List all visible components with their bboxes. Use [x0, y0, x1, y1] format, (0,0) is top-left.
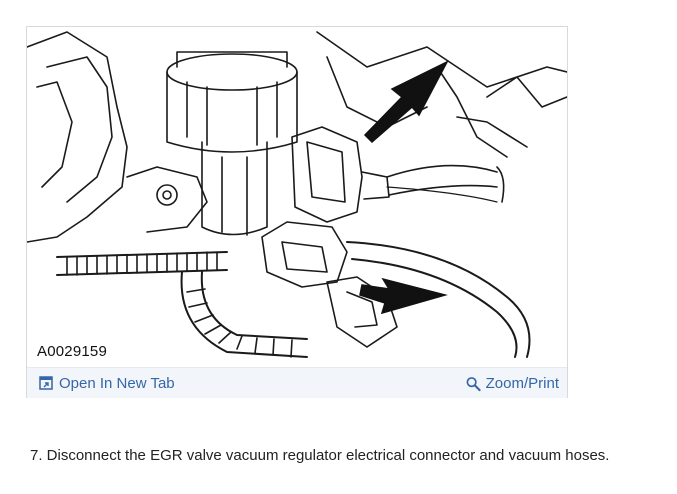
egr-diagram — [27, 27, 567, 367]
zoom-print-label: Zoom/Print — [485, 375, 559, 392]
open-in-new-tab-icon — [39, 376, 54, 391]
instruction-step: 7. Disconnect the EGR valve vacuum regul… — [30, 447, 610, 464]
egr-illustration — [27, 31, 567, 358]
open-in-new-tab-label: Open In New Tab — [59, 375, 175, 392]
magnifier-icon — [466, 376, 481, 392]
figure-toolbar: Open In New Tab Zoom/Print — [27, 367, 567, 398]
zoom-print-link[interactable]: Zoom/Print — [466, 375, 559, 392]
figure-id-label: A0029159 — [37, 343, 108, 360]
figure-frame: A0029159 Open In New Tab Zoom/Print — [26, 26, 568, 398]
open-in-new-tab-link[interactable]: Open In New Tab — [39, 375, 175, 392]
